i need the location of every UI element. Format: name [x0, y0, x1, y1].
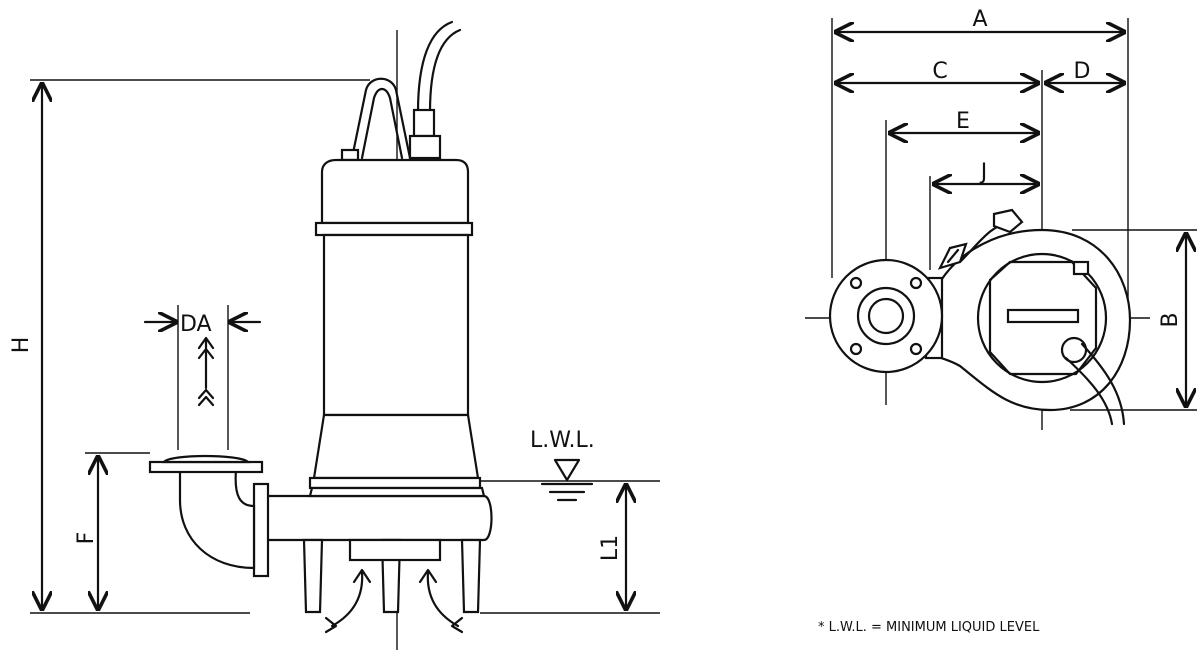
top-view: A C D E J B — [805, 7, 1197, 430]
dimension-F-label: F — [74, 532, 99, 545]
dimension-E-label: E — [956, 109, 970, 134]
dimension-DA-label: DA — [180, 312, 212, 337]
lwl-label: L.W.L. — [530, 428, 595, 453]
dimension-B-label: B — [1158, 312, 1183, 327]
lifting-handle — [350, 77, 412, 160]
power-cable — [416, 20, 454, 114]
side-view: H F L1 L.W.L. DA — [9, 20, 660, 650]
dimension-A-label: A — [972, 7, 987, 32]
pump-casing — [312, 413, 480, 480]
motor-housing — [320, 158, 470, 225]
dimension-D-label: D — [1074, 59, 1091, 84]
dimension-C-label: C — [932, 59, 947, 84]
discharge-elbow — [178, 468, 256, 570]
footnote-lwl: * L.W.L. = MINIMUM LIQUID LEVEL — [818, 620, 1040, 635]
dimension-J-label: J — [979, 160, 988, 185]
lwl-triangle — [553, 458, 581, 482]
dimension-H-label: H — [9, 337, 34, 354]
dimension-L1-label: L1 — [598, 535, 623, 561]
